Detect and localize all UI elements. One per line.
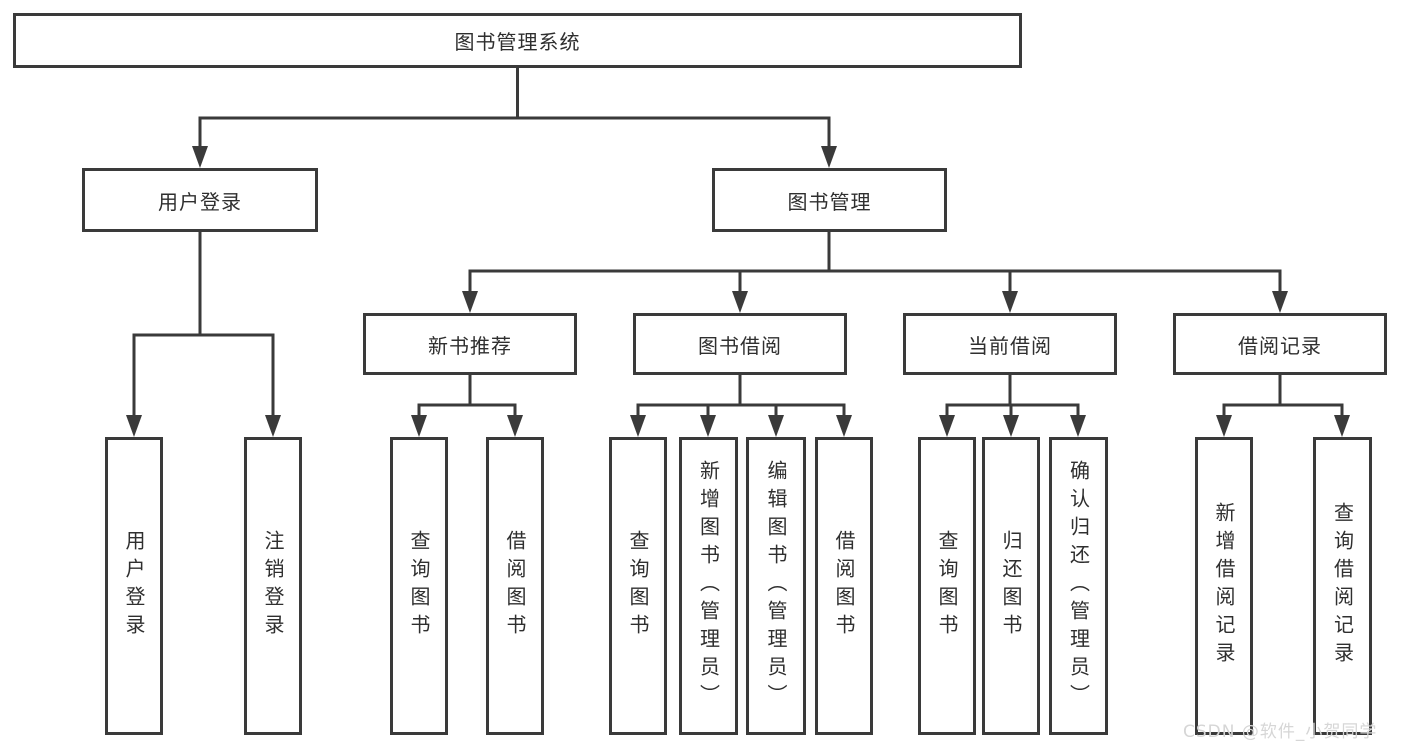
leaf-confirm-return-admin: 确认归还（管理员） (1049, 437, 1108, 735)
node-label: 用户登录 (158, 189, 242, 214)
node-new-book-recommend: 新书推荐 (363, 313, 577, 375)
node-label: 查询图书 (935, 530, 959, 642)
node-label: 用户登录 (122, 530, 146, 642)
leaf-borrow-books-borrow: 借阅图书 (815, 437, 873, 735)
leaf-query-books-borrow: 查询图书 (609, 437, 667, 735)
leaf-query-books-recommend: 查询图书 (390, 437, 448, 735)
leaf-add-book-admin: 新增图书（管理员） (679, 437, 738, 735)
node-label: 查询图书 (626, 530, 650, 642)
node-user-login: 用户登录 (82, 168, 318, 232)
node-label: 确认归还（管理员） (1066, 460, 1091, 712)
node-label: 借阅记录 (1238, 333, 1322, 358)
node-label: 借阅图书 (832, 530, 856, 642)
leaf-borrow-books-recommend: 借阅图书 (486, 437, 544, 735)
node-label: 图书管理 (787, 189, 872, 214)
node-label: 图书管理系统 (454, 30, 581, 54)
leaf-query-books-current: 查询图书 (918, 437, 976, 735)
node-borrow-record: 借阅记录 (1173, 313, 1387, 375)
node-label: 图书借阅 (698, 333, 782, 358)
node-label: 编辑图书（管理员） (764, 460, 788, 712)
node-label: 新书推荐 (428, 333, 512, 358)
node-label: 注销登录 (261, 530, 285, 642)
node-library-management-system: 图书管理系统 (13, 13, 1022, 68)
node-label: 当前借阅 (968, 333, 1052, 358)
node-label: 归还图书 (999, 530, 1023, 642)
leaf-logout: 注销登录 (244, 437, 302, 735)
node-label: 新增借阅记录 (1212, 502, 1236, 670)
node-book-borrow: 图书借阅 (633, 313, 847, 375)
node-current-borrow: 当前借阅 (903, 313, 1117, 375)
csdn-watermark: CSDN @软件_小贺同学 (1183, 722, 1378, 742)
leaf-query-borrow-record: 查询借阅记录 (1313, 437, 1372, 735)
node-label: 新增图书（管理员） (696, 460, 721, 712)
node-book-management: 图书管理 (712, 168, 947, 232)
node-label: 借阅图书 (503, 530, 527, 642)
node-label: 查询借阅记录 (1330, 502, 1355, 670)
node-label: 查询图书 (407, 530, 431, 642)
leaf-user-login: 用户登录 (105, 437, 163, 735)
leaf-return-books: 归还图书 (982, 437, 1040, 735)
leaf-edit-book-admin: 编辑图书（管理员） (746, 437, 806, 735)
leaf-add-borrow-record: 新增借阅记录 (1195, 437, 1253, 735)
